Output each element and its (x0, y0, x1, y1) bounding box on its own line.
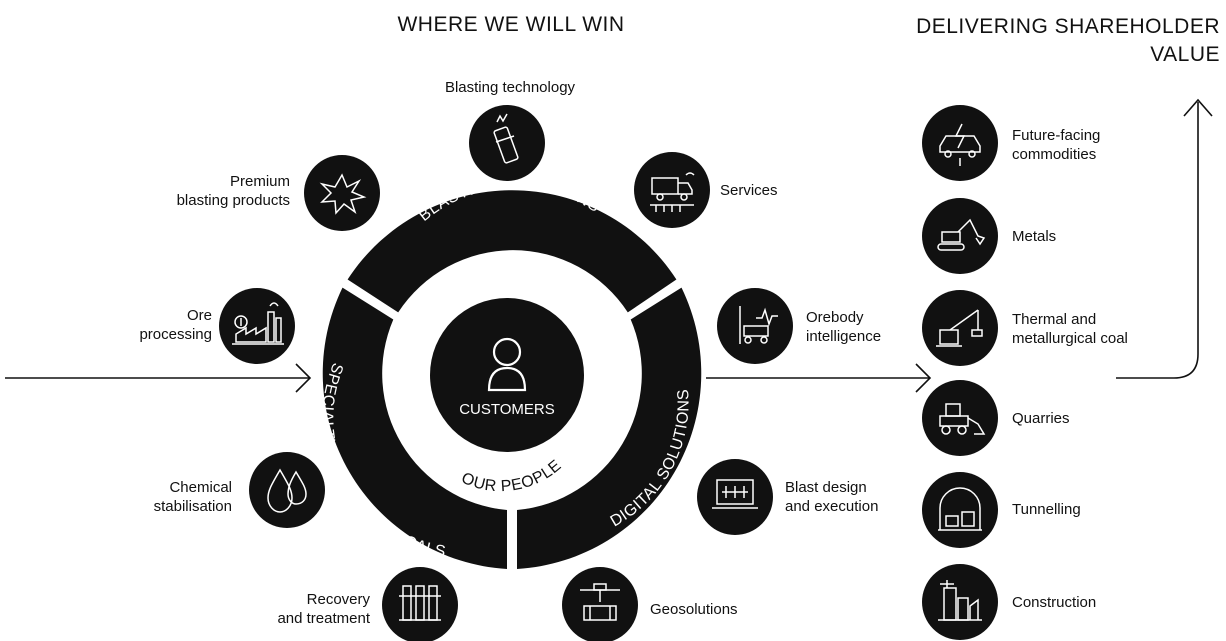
geosolutions-icon-circle (562, 567, 638, 641)
label-line: Quarries (1012, 410, 1070, 427)
excavator-icon (937, 218, 986, 251)
quarries-icon-circle (922, 380, 998, 456)
ring-segment-specialty (322, 287, 507, 569)
label-line: Construction (1012, 594, 1097, 611)
customers-circle: CUSTOMERS (430, 298, 584, 452)
customers-label: CUSTOMERS (459, 401, 555, 418)
label-line: processing (139, 326, 212, 343)
tunnelling-icon-circle (922, 472, 998, 548)
metals-icon-circle (922, 198, 998, 274)
label-line: and execution (785, 498, 879, 515)
blast-design-icon-circle (697, 459, 773, 535)
quarries-label: Quarries (1012, 409, 1212, 428)
person-icon (487, 337, 527, 392)
coal-icon-circle (922, 290, 998, 366)
delivering-line-2: SHAREHOLDER VALUE (1054, 15, 1220, 66)
label-line: Premium (229, 173, 290, 190)
explosion-icon (319, 173, 367, 215)
label-line: Blast design (785, 479, 867, 496)
geosolutions-label: Geosolutions (650, 600, 790, 619)
premium-blasting-label: Premium blasting products (110, 172, 290, 210)
label-line: Blasting technology (444, 79, 576, 96)
delivering-line-1: DELIVERING (916, 15, 1049, 38)
future-facing-label: Future-facing commodities (1012, 126, 1212, 164)
loader-icon (939, 403, 986, 435)
factory-icon (232, 302, 284, 345)
ring-segment-digital (517, 287, 702, 569)
orebody-intelligence-icon-circle (717, 288, 793, 364)
input-arrow (5, 363, 312, 393)
label-line: Orebody (806, 309, 864, 326)
ring-segment-blasting (347, 190, 677, 313)
premium-blasting-icon-circle (304, 155, 380, 231)
tunnel-icon (938, 487, 982, 531)
construction-label: Construction (1012, 593, 1212, 612)
coal-label: Thermal and metallurgical coal (1012, 310, 1212, 348)
label-line: Chemical (169, 479, 232, 496)
solutions-ring (322, 190, 702, 569)
chemical-stabilisation-label: Chemical stabilisation (90, 478, 232, 516)
label-line: intelligence (806, 328, 882, 345)
label-line: Geosolutions (650, 601, 738, 618)
truck-icon (650, 172, 695, 212)
dragline-icon (936, 309, 983, 347)
recovery-treatment-icon-circle (382, 567, 458, 641)
label-line: Thermal and (1012, 311, 1097, 328)
future-facing-icon-circle (922, 105, 998, 181)
recovery-treatment-label: Recovery and treatment (220, 590, 370, 628)
orebody-intelligence-label: Orebody intelligence (806, 308, 936, 346)
label-line: Ore (186, 307, 212, 324)
electric-car-icon (939, 123, 981, 166)
construction-icon-circle (922, 564, 998, 640)
ore-processing-label: Ore processing (90, 306, 212, 344)
output-arrow (706, 363, 932, 393)
label-line: Services (720, 182, 778, 199)
chemical-stabilisation-icon-circle (249, 452, 325, 528)
survey-icon (580, 583, 620, 621)
label-line: commodities (1012, 146, 1097, 163)
services-icon-circle (634, 152, 710, 228)
droplets-icon (267, 468, 307, 513)
blasting-technology-icon-circle (469, 105, 545, 181)
label-line: and treatment (277, 610, 370, 627)
tanks-icon (399, 585, 441, 621)
buildings-icon (938, 580, 982, 621)
label-line: blasting products (176, 192, 290, 209)
our-people-text: OUR PEOPLE (459, 457, 565, 495)
our-people-label: OUR PEOPLE (459, 457, 565, 495)
delivering-shareholder-value-heading: DELIVERING SHAREHOLDER VALUE (890, 13, 1220, 69)
ore-processing-icon-circle (219, 288, 295, 364)
laptop-grid-icon (712, 479, 758, 509)
drill-rig-icon (739, 306, 778, 344)
detonator-icon (493, 113, 519, 164)
label-line: Future-facing (1012, 127, 1101, 144)
where-we-will-win-heading: WHERE WE WILL WIN (397, 13, 625, 36)
label-line: metallurgical coal (1012, 330, 1128, 347)
label-line: stabilisation (153, 498, 232, 515)
blasting-technology-label: Blasting technology (400, 78, 620, 97)
label-line: Metals (1012, 228, 1057, 245)
blast-design-label: Blast design and execution (785, 478, 925, 516)
label-line: Tunnelling (1012, 501, 1081, 518)
metals-label: Metals (1012, 227, 1212, 246)
services-label: Services (720, 181, 880, 200)
value-arrow (1116, 98, 1213, 379)
tunnelling-label: Tunnelling (1012, 500, 1212, 519)
label-line: Recovery (306, 591, 370, 608)
